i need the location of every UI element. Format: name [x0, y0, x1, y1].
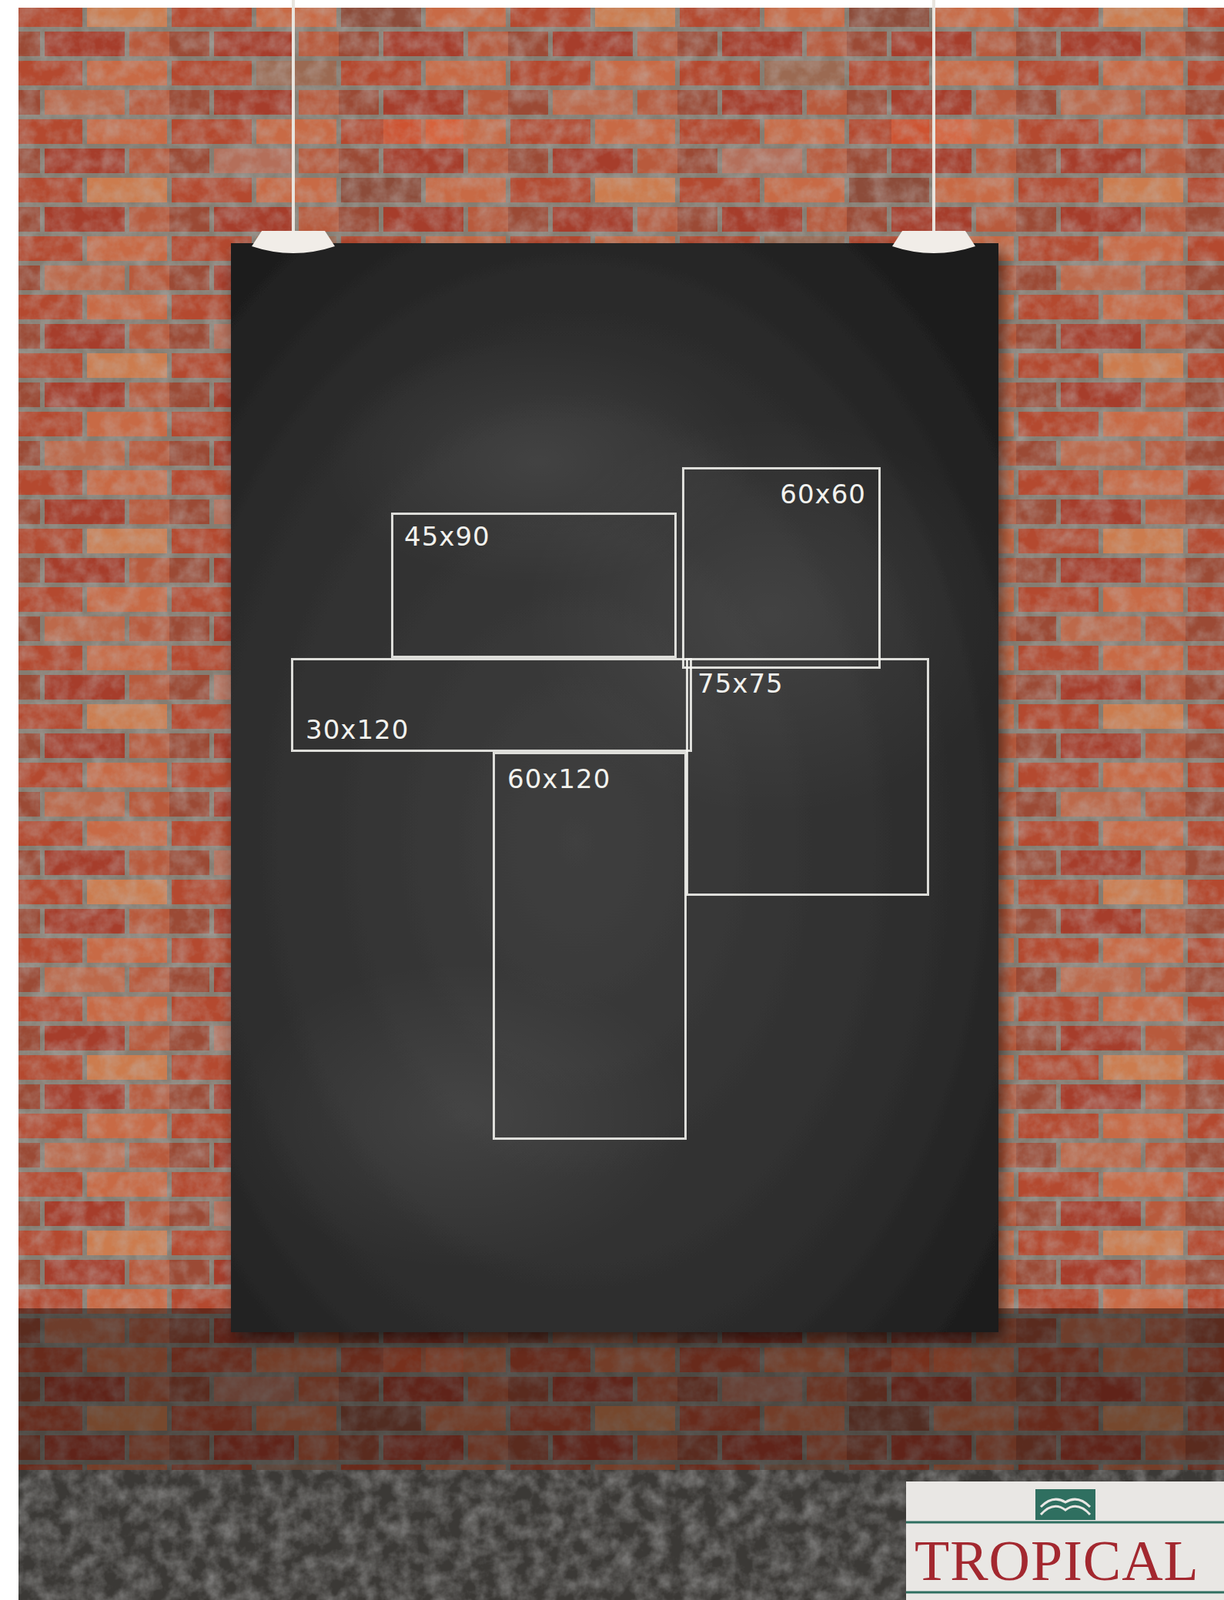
poster-clip [251, 230, 335, 254]
hanging-string [932, 0, 936, 245]
brand-watermark: TROPICAL [914, 1528, 1200, 1595]
logo-panel [906, 1481, 1224, 1600]
wall-shadow-band [18, 1308, 1224, 1471]
brick-wall [18, 7, 1224, 1471]
size-label: 60x60 [779, 478, 867, 510]
size-label: 75x75 [697, 668, 784, 699]
stone-texture [18, 1470, 1224, 1600]
logo-book-icon [1035, 1489, 1096, 1521]
chalk-size-box: 75x75 [685, 658, 930, 897]
logo-book-pages [1040, 1499, 1091, 1508]
chalk-smudge [230, 962, 693, 1271]
poster-clip [892, 230, 976, 254]
stone-floor [18, 1470, 1224, 1600]
size-label: 60x120 [507, 763, 611, 795]
chalk-size-box: 30x120 [290, 658, 693, 753]
size-label: 45x90 [404, 521, 491, 552]
chalk-size-box: 60x60 [682, 467, 881, 669]
logo-book-pages [1040, 1506, 1091, 1515]
chalk-size-box: 45x90 [391, 512, 677, 659]
chalk-size-box: 60x120 [492, 752, 687, 1141]
brick-variation [18, 7, 1224, 1471]
hanging-string [291, 0, 295, 245]
size-label: 30x120 [305, 714, 409, 746]
chalk-smudge [323, 338, 755, 586]
wall-texture [18, 7, 1224, 1471]
logo-rule [906, 1521, 1224, 1525]
